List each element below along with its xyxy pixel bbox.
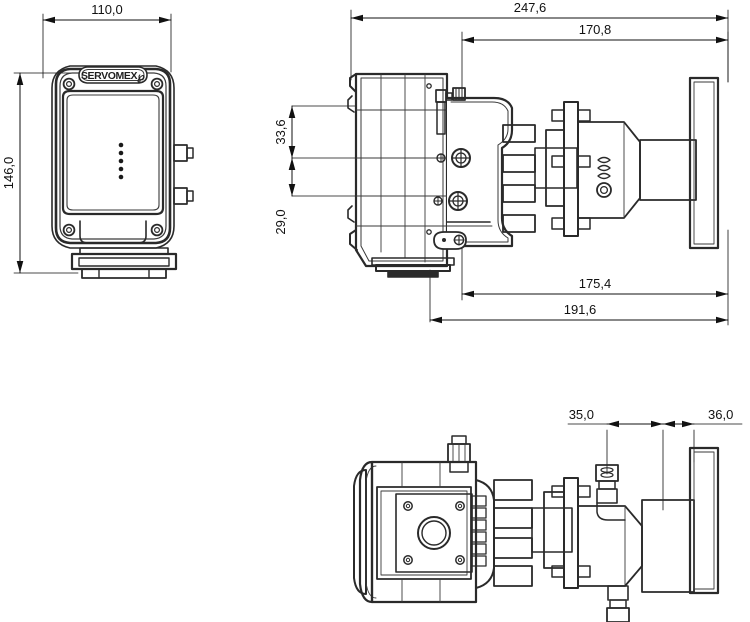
side-cable-gland-upper (173, 144, 194, 162)
dimension-175-4-label: 175,4 (579, 276, 612, 291)
front-lower-apron (79, 220, 147, 244)
bracket-mounting-screw-upper (436, 148, 471, 168)
plan-top-cable-gland (447, 435, 471, 473)
front-view-extension-lines (13, 13, 172, 274)
brand-badge-symbol: ℘ (137, 71, 145, 83)
side-base-plate (371, 231, 467, 278)
dimension-33-6: 33,6 (273, 105, 296, 159)
dimension-191-6: 191,6 (429, 302, 729, 324)
dimension-plan-chain: 35,0 36,0 (569, 407, 733, 428)
dimension-175-4: 175,4 (461, 276, 729, 298)
dimension-29-0-label: 29,0 (273, 209, 288, 234)
dimension-170-8-label: 170,8 (579, 22, 612, 37)
corner-screw-top-right (150, 77, 164, 91)
display-window (61, 89, 165, 216)
side-top-cable-glands (435, 87, 466, 135)
plan-upper-tube-fitting (595, 464, 626, 521)
plan-lower-tube-fitting (606, 585, 630, 622)
side-cable-gland-lower (173, 187, 194, 205)
process-flange (688, 76, 720, 250)
plan-process-flange (688, 446, 720, 595)
dimension-110-label: 110,0 (91, 2, 123, 17)
led-indicator-column (118, 142, 124, 180)
plan-view: 35,0 36,0 (353, 407, 743, 622)
bracket-mounting-screw-lower (433, 191, 468, 211)
corner-screw-bottom-right (150, 223, 164, 237)
side-tube-fitting (596, 156, 612, 198)
side-elevation-view: 247,6 170,8 33,6 29,0 175,4 (273, 0, 729, 326)
dimension-35-0-label: 35,0 (569, 407, 594, 422)
front-bottom-terminal-block (70, 247, 178, 279)
corner-screws (62, 77, 164, 237)
front-elevation-view: 110,0 146,0 SERVOMEX ℘ (1, 2, 194, 279)
plan-face-screws (403, 501, 465, 565)
dimension-247-6-label: 247,6 (514, 0, 547, 15)
side-enclosure-body (347, 72, 449, 268)
brand-badge: SERVOMEX ℘ (78, 66, 148, 84)
bolted-flange (551, 101, 591, 237)
dimension-170-8: 170,8 (461, 22, 729, 44)
dimension-29-0: 29,0 (273, 157, 296, 235)
plan-bracket-fins (493, 479, 533, 587)
dimension-191-6-label: 191,6 (564, 302, 597, 317)
plan-bolted-flange (551, 477, 591, 589)
dimension-146: 146,0 (1, 72, 24, 274)
corner-screw-bottom-left (62, 223, 76, 237)
sensor-barrel (577, 121, 697, 219)
dimension-247-6: 247,6 (350, 0, 729, 22)
plan-ribbed-edge (471, 495, 487, 567)
brand-name-label: SERVOMEX (81, 70, 138, 82)
dimension-110: 110,0 (42, 2, 172, 24)
dimension-146-label: 146,0 (1, 157, 16, 190)
front-enclosure-body (51, 65, 175, 249)
plan-enclosure-body (353, 460, 495, 604)
dimension-33-6-label: 33,6 (273, 119, 288, 144)
plan-view-extension-lines (567, 423, 743, 511)
dimension-36-0-label: 36,0 (708, 407, 733, 422)
corner-screw-top-left (62, 77, 76, 91)
